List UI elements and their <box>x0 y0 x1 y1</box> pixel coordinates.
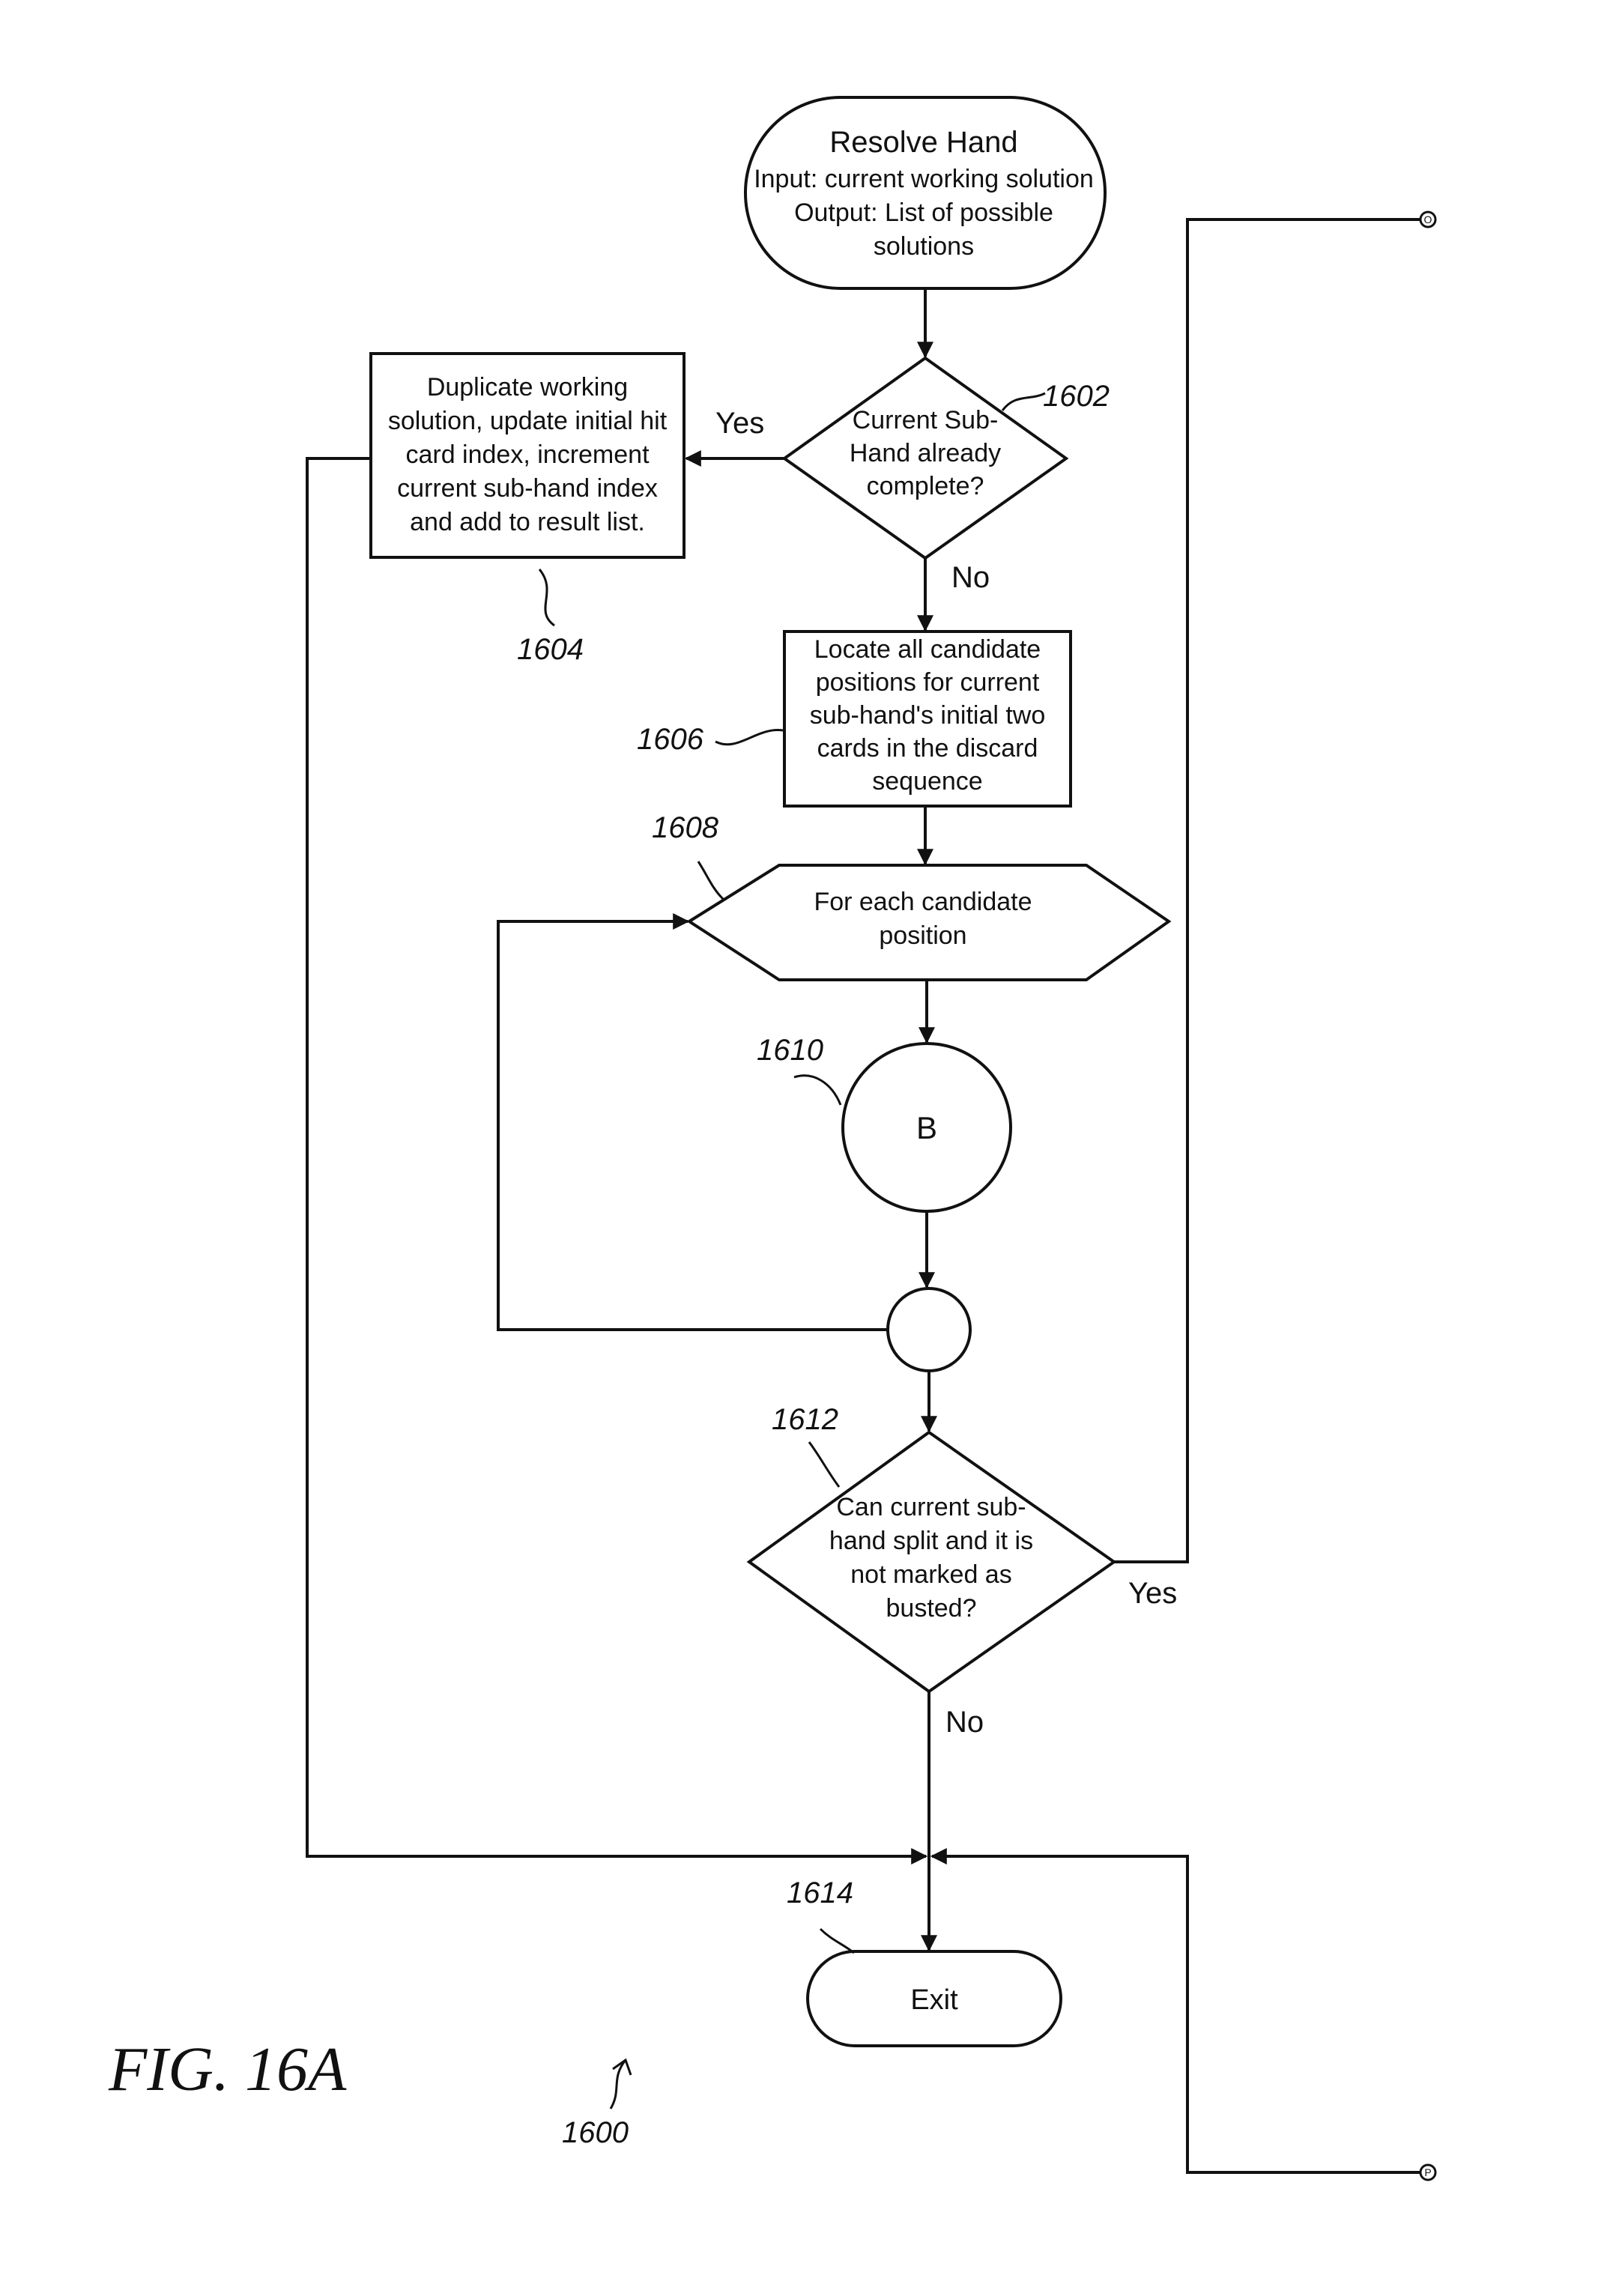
box-1604-line-5: and add to result list. <box>410 508 645 536</box>
leader-1606 <box>715 730 783 745</box>
decision-1612-line-4: busted? <box>886 1594 977 1623</box>
decision-1602-yes-label: Yes <box>715 407 764 440</box>
box-1604-ref: 1604 <box>517 633 584 666</box>
decision-1602-line-2: Hand already <box>850 439 1001 467</box>
connector-p-label: P <box>1424 2166 1431 2178</box>
exit-label: Exit <box>910 1984 958 2016</box>
decision-1602-line-1: Current Sub- <box>853 406 999 434</box>
flow-connector-p-to-exit-merge <box>932 1856 1420 2172</box>
decision-1602-line-3: complete? <box>867 472 984 500</box>
leader-1614 <box>820 1929 854 1953</box>
decision-1612-ref: 1612 <box>772 1403 838 1436</box>
connector-o-label: O <box>1424 213 1432 225</box>
flow-1612-yes-to-connector-o <box>1114 219 1420 1562</box>
decision-1612-line-1: Can current sub- <box>836 1493 1026 1521</box>
decision-1602-no-label: No <box>951 561 990 594</box>
circle-1610-ref: 1610 <box>757 1034 823 1067</box>
loop-junction-circle <box>888 1288 970 1371</box>
decision-1612-line-2: hand split and it is <box>829 1527 1033 1555</box>
leader-1600 <box>611 2060 626 2109</box>
leader-1604 <box>539 569 554 626</box>
decision-1612-no-label: No <box>945 1706 984 1739</box>
start-input: Input: current working solution <box>754 165 1094 193</box>
decision-1612-yes-label: Yes <box>1128 1577 1177 1610</box>
box-1604-line-3: card index, increment <box>405 440 650 469</box>
flow-loop-back-to-1608 <box>498 921 888 1330</box>
start-title: Resolve Hand <box>829 126 1017 159</box>
box-1606-line-5: sequence <box>872 767 982 796</box>
box-1606-line-2: positions for current <box>816 668 1040 697</box>
decision-1602-ref: 1602 <box>1043 380 1110 413</box>
decision-1612-line-3: not marked as <box>850 1560 1011 1589</box>
box-1604-line-2: solution, update initial hit <box>388 407 668 435</box>
box-1606-line-3: sub-hand's initial two <box>810 701 1046 730</box>
leader-1610 <box>794 1076 841 1105</box>
exit-ref: 1614 <box>787 1877 853 1909</box>
box-1606-line-1: Locate all candidate <box>814 635 1041 664</box>
loop-1608-ref: 1608 <box>652 811 719 844</box>
box-1604-line-4: current sub-hand index <box>397 474 658 503</box>
box-1606-line-4: cards in the discard <box>817 734 1038 763</box>
figure-label: FIG. 16A <box>108 2035 347 2104</box>
leader-1608 <box>698 861 723 899</box>
loop-1608-line-2: position <box>879 921 966 950</box>
leader-1612 <box>809 1442 839 1487</box>
start-output-cont: solutions <box>874 232 974 261</box>
box-1606-ref: 1606 <box>637 723 704 756</box>
figure-ref: 1600 <box>562 2116 629 2149</box>
leader-1602 <box>1002 393 1045 411</box>
circle-1610-label: B <box>916 1110 937 1145</box>
loop-1608-line-1: For each candidate <box>814 888 1032 916</box>
box-1604-line-1: Duplicate working <box>427 373 628 402</box>
start-output: Output: List of possible <box>794 199 1053 227</box>
